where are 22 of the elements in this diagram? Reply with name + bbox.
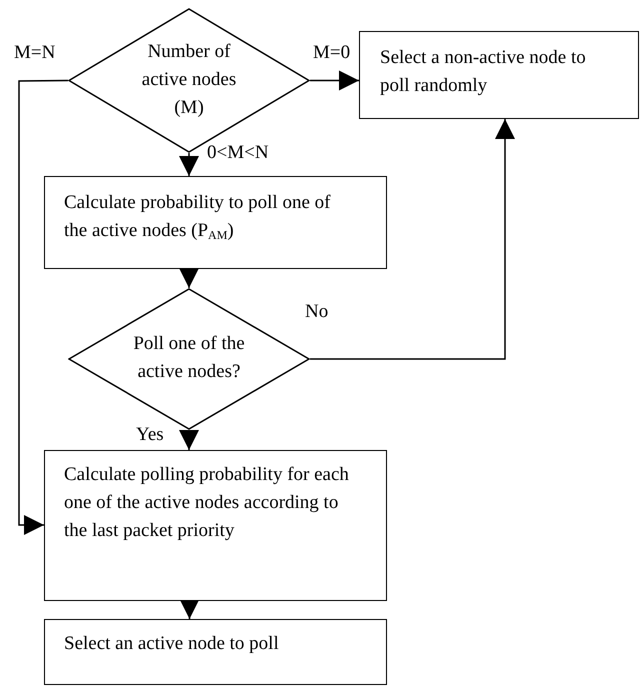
edge-label: 0<M<N bbox=[207, 143, 269, 163]
edge-label: M=0 bbox=[313, 43, 350, 63]
arrow bbox=[179, 268, 199, 288]
edge-label: Yes bbox=[136, 425, 164, 445]
edge-label: No bbox=[305, 302, 328, 322]
step-text: Calculate polling probability for each one of the active nodes according to the last packet priority bbox=[64, 463, 350, 543]
arrow bbox=[310, 119, 515, 360]
arrow bbox=[179, 430, 199, 450]
process-box bbox=[44, 450, 387, 601]
decision-text: Number of active nodes (M) bbox=[140, 40, 238, 120]
arrow bbox=[180, 599, 200, 619]
step-text: Select an active node to poll bbox=[64, 632, 280, 656]
process-box bbox=[44, 619, 387, 685]
step-text: Select a non-active node to poll randomly bbox=[380, 46, 587, 98]
process-box bbox=[359, 31, 639, 119]
arrow bbox=[18, 80, 68, 535]
arrow bbox=[179, 153, 199, 176]
edge-label: M=N bbox=[14, 43, 56, 63]
arrow bbox=[310, 70, 359, 90]
decision-text: Poll one of the active nodes? bbox=[132, 332, 246, 384]
step-text: Calculate probability to poll one of the active nodes (P$_{AM}$) bbox=[64, 191, 332, 244]
process-box bbox=[44, 176, 387, 269]
